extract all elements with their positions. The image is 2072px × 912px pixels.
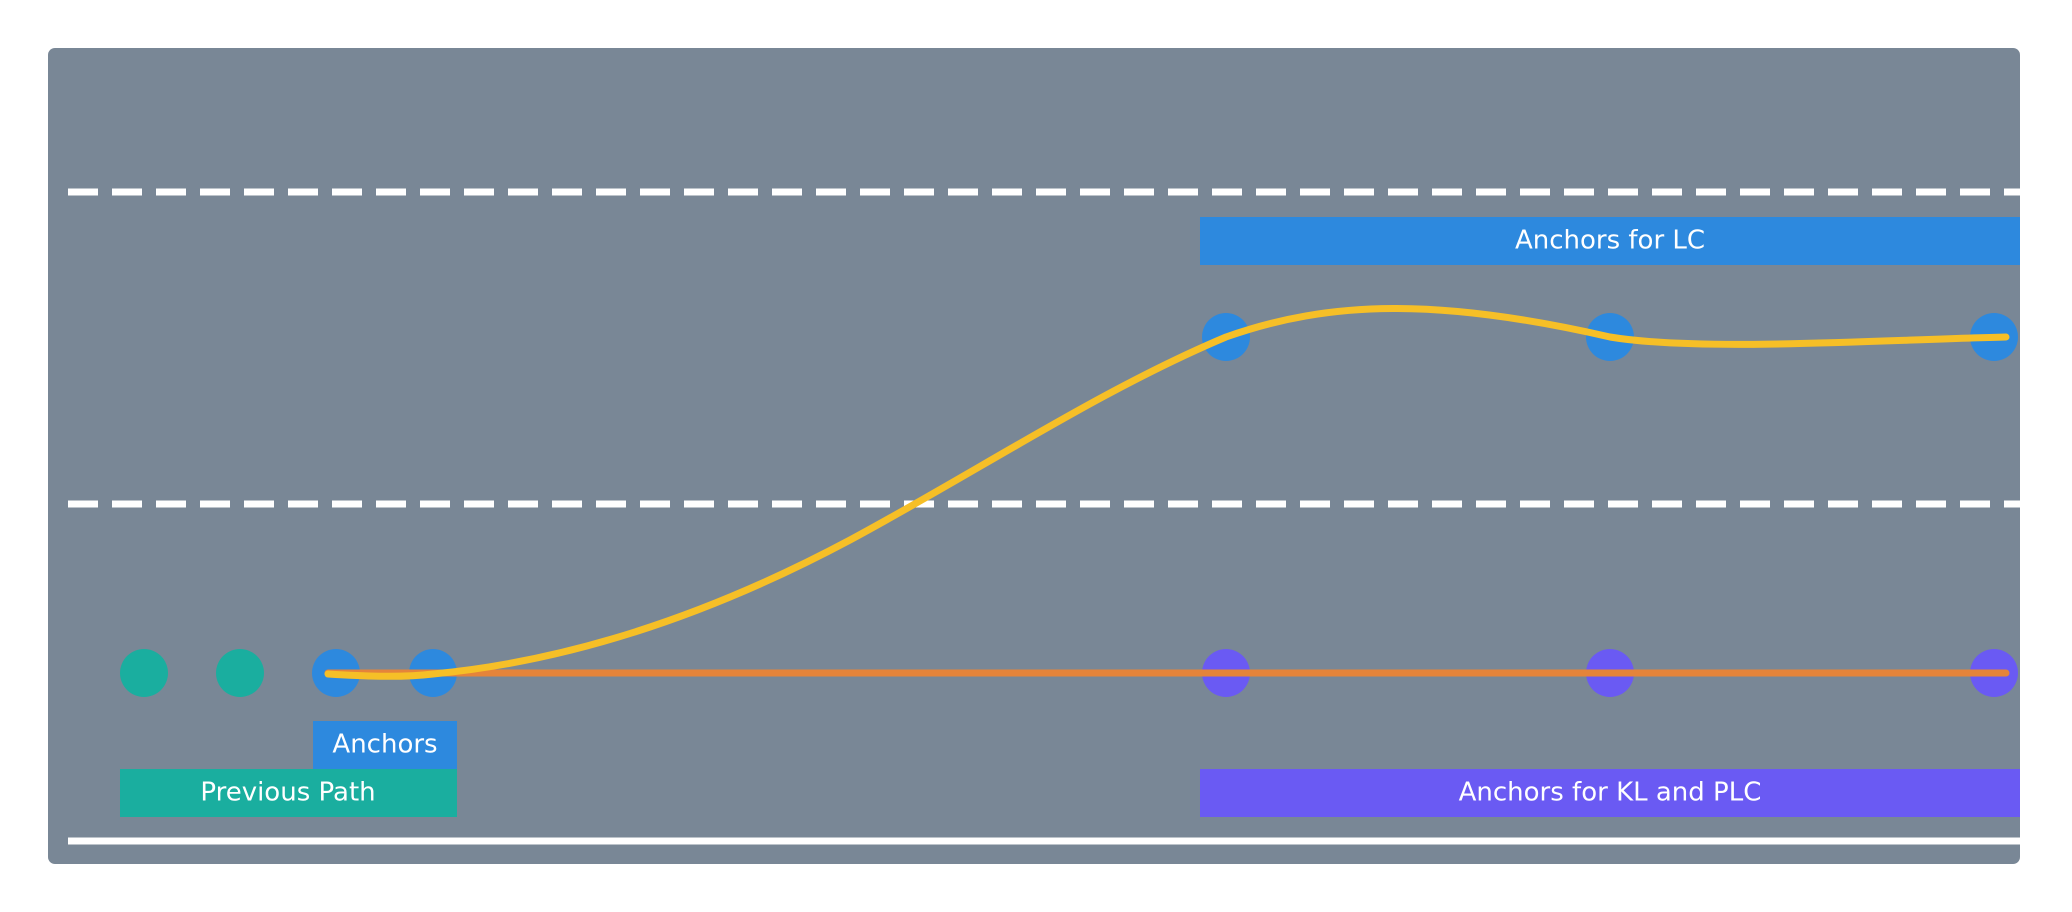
anchors-label-bg — [313, 721, 457, 769]
previous-path-points — [120, 649, 264, 697]
previous-path-label-bg — [120, 769, 457, 817]
anchors-for-kl-plc-label-bg — [1200, 769, 2020, 817]
anchors-label: Anchors — [313, 721, 457, 769]
previous-path-point-1 — [120, 649, 168, 697]
anchors-for-lc-label-text: Anchors for LC — [1515, 226, 1705, 256]
lane-change-path — [324, 305, 2010, 680]
anchors-label-text: Anchors — [332, 730, 437, 760]
anchors-for-lc-label-bg — [1200, 217, 2020, 265]
anchors-for-kl-plc-label: Anchors for KL and PLC — [1200, 769, 2020, 817]
previous-path-label-text: Previous Path — [200, 778, 375, 808]
anchors-for-kl-plc-label-text: Anchors for KL and PLC — [1459, 778, 1762, 808]
anchors-for-lc-label: Anchors for LC — [1200, 217, 2020, 265]
previous-path-label: Previous Path — [120, 769, 457, 817]
previous-path-point-2 — [216, 649, 264, 697]
